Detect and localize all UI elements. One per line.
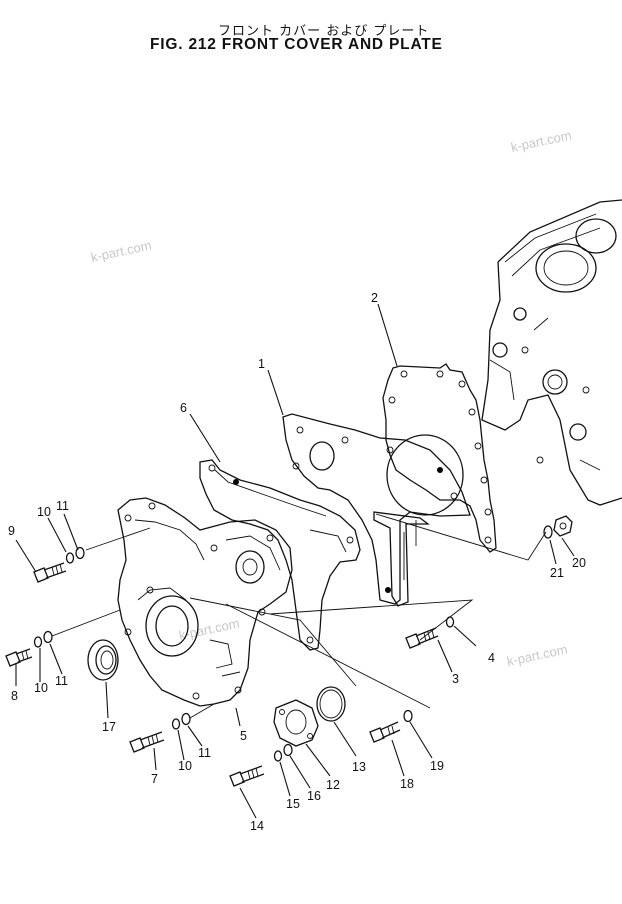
callout-14: 14 (250, 819, 264, 833)
callout-18: 18 (400, 777, 414, 791)
callout-13: 13 (352, 760, 366, 774)
callout-11: 11 (56, 499, 69, 513)
figure-subtitle-jp: フロント カバー および プレート (218, 24, 430, 39)
callout-6: 6 (180, 401, 187, 415)
callout-15: 15 (286, 797, 300, 811)
callout-17: 17 (102, 720, 116, 734)
front-plate-gasket (382, 363, 497, 553)
watermark: k-part.com (90, 237, 153, 264)
callout-12: 12 (326, 778, 340, 792)
oil-seal (87, 639, 119, 681)
callout-labels: 1 2 3 4 5 6 7 8 9 10 10 10 11 11 11 12 1… (8, 291, 586, 833)
callout-1: 1 (258, 357, 265, 371)
callout-20: 20 (572, 556, 586, 570)
engine-block (481, 199, 622, 506)
callout-11: 11 (198, 746, 211, 760)
fasteners (5, 515, 573, 787)
callout-2: 2 (371, 291, 378, 305)
callout-21: 21 (550, 566, 564, 580)
callout-10: 10 (37, 505, 51, 519)
callout-10: 10 (34, 681, 48, 695)
callout-19: 19 (430, 759, 444, 773)
bracket (373, 511, 430, 607)
front-cover-gasket (199, 459, 361, 651)
callout-11: 11 (55, 674, 68, 688)
figure-title: FIG. 212 FRONT COVER AND PLATE (150, 36, 443, 53)
watermark: k-part.com (510, 127, 573, 154)
callout-4: 4 (488, 651, 495, 665)
callout-8: 8 (11, 689, 18, 703)
callout-9: 9 (8, 524, 15, 538)
cover-plate (273, 699, 319, 747)
callout-5: 5 (240, 729, 247, 743)
callout-10: 10 (178, 759, 192, 773)
callout-16: 16 (307, 789, 321, 803)
o-ring (316, 686, 346, 722)
callout-7: 7 (151, 772, 158, 786)
front-cover (117, 497, 293, 707)
front-plate (282, 413, 471, 605)
callout-3: 3 (452, 672, 459, 686)
watermark: k-part.com (506, 641, 569, 668)
leader-lines (15, 303, 575, 819)
